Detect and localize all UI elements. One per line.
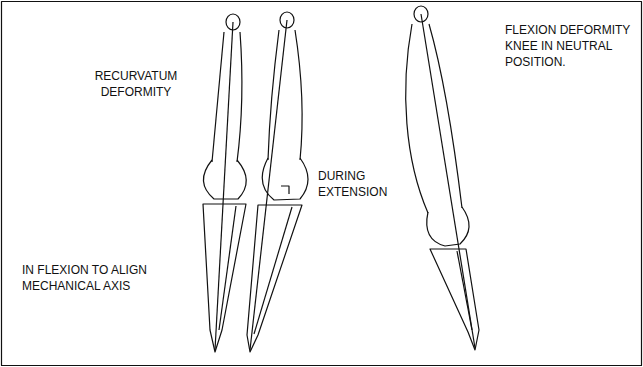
leg-recurvatum-flexion	[203, 14, 246, 352]
leg-flexion-deformity	[406, 6, 479, 350]
figure-label: DURING EXTENSION	[318, 168, 402, 200]
leg-recurvatum-extension	[247, 12, 308, 352]
figure-label: IN FLEXION TO ALIGN MECHANICAL AXIS	[22, 262, 172, 294]
figure-label: RECURVATUM DEFORMITY	[88, 68, 184, 100]
figure-label: FLEXION DEFORMITY KNEE IN NEUTRAL POSITI…	[505, 22, 635, 71]
